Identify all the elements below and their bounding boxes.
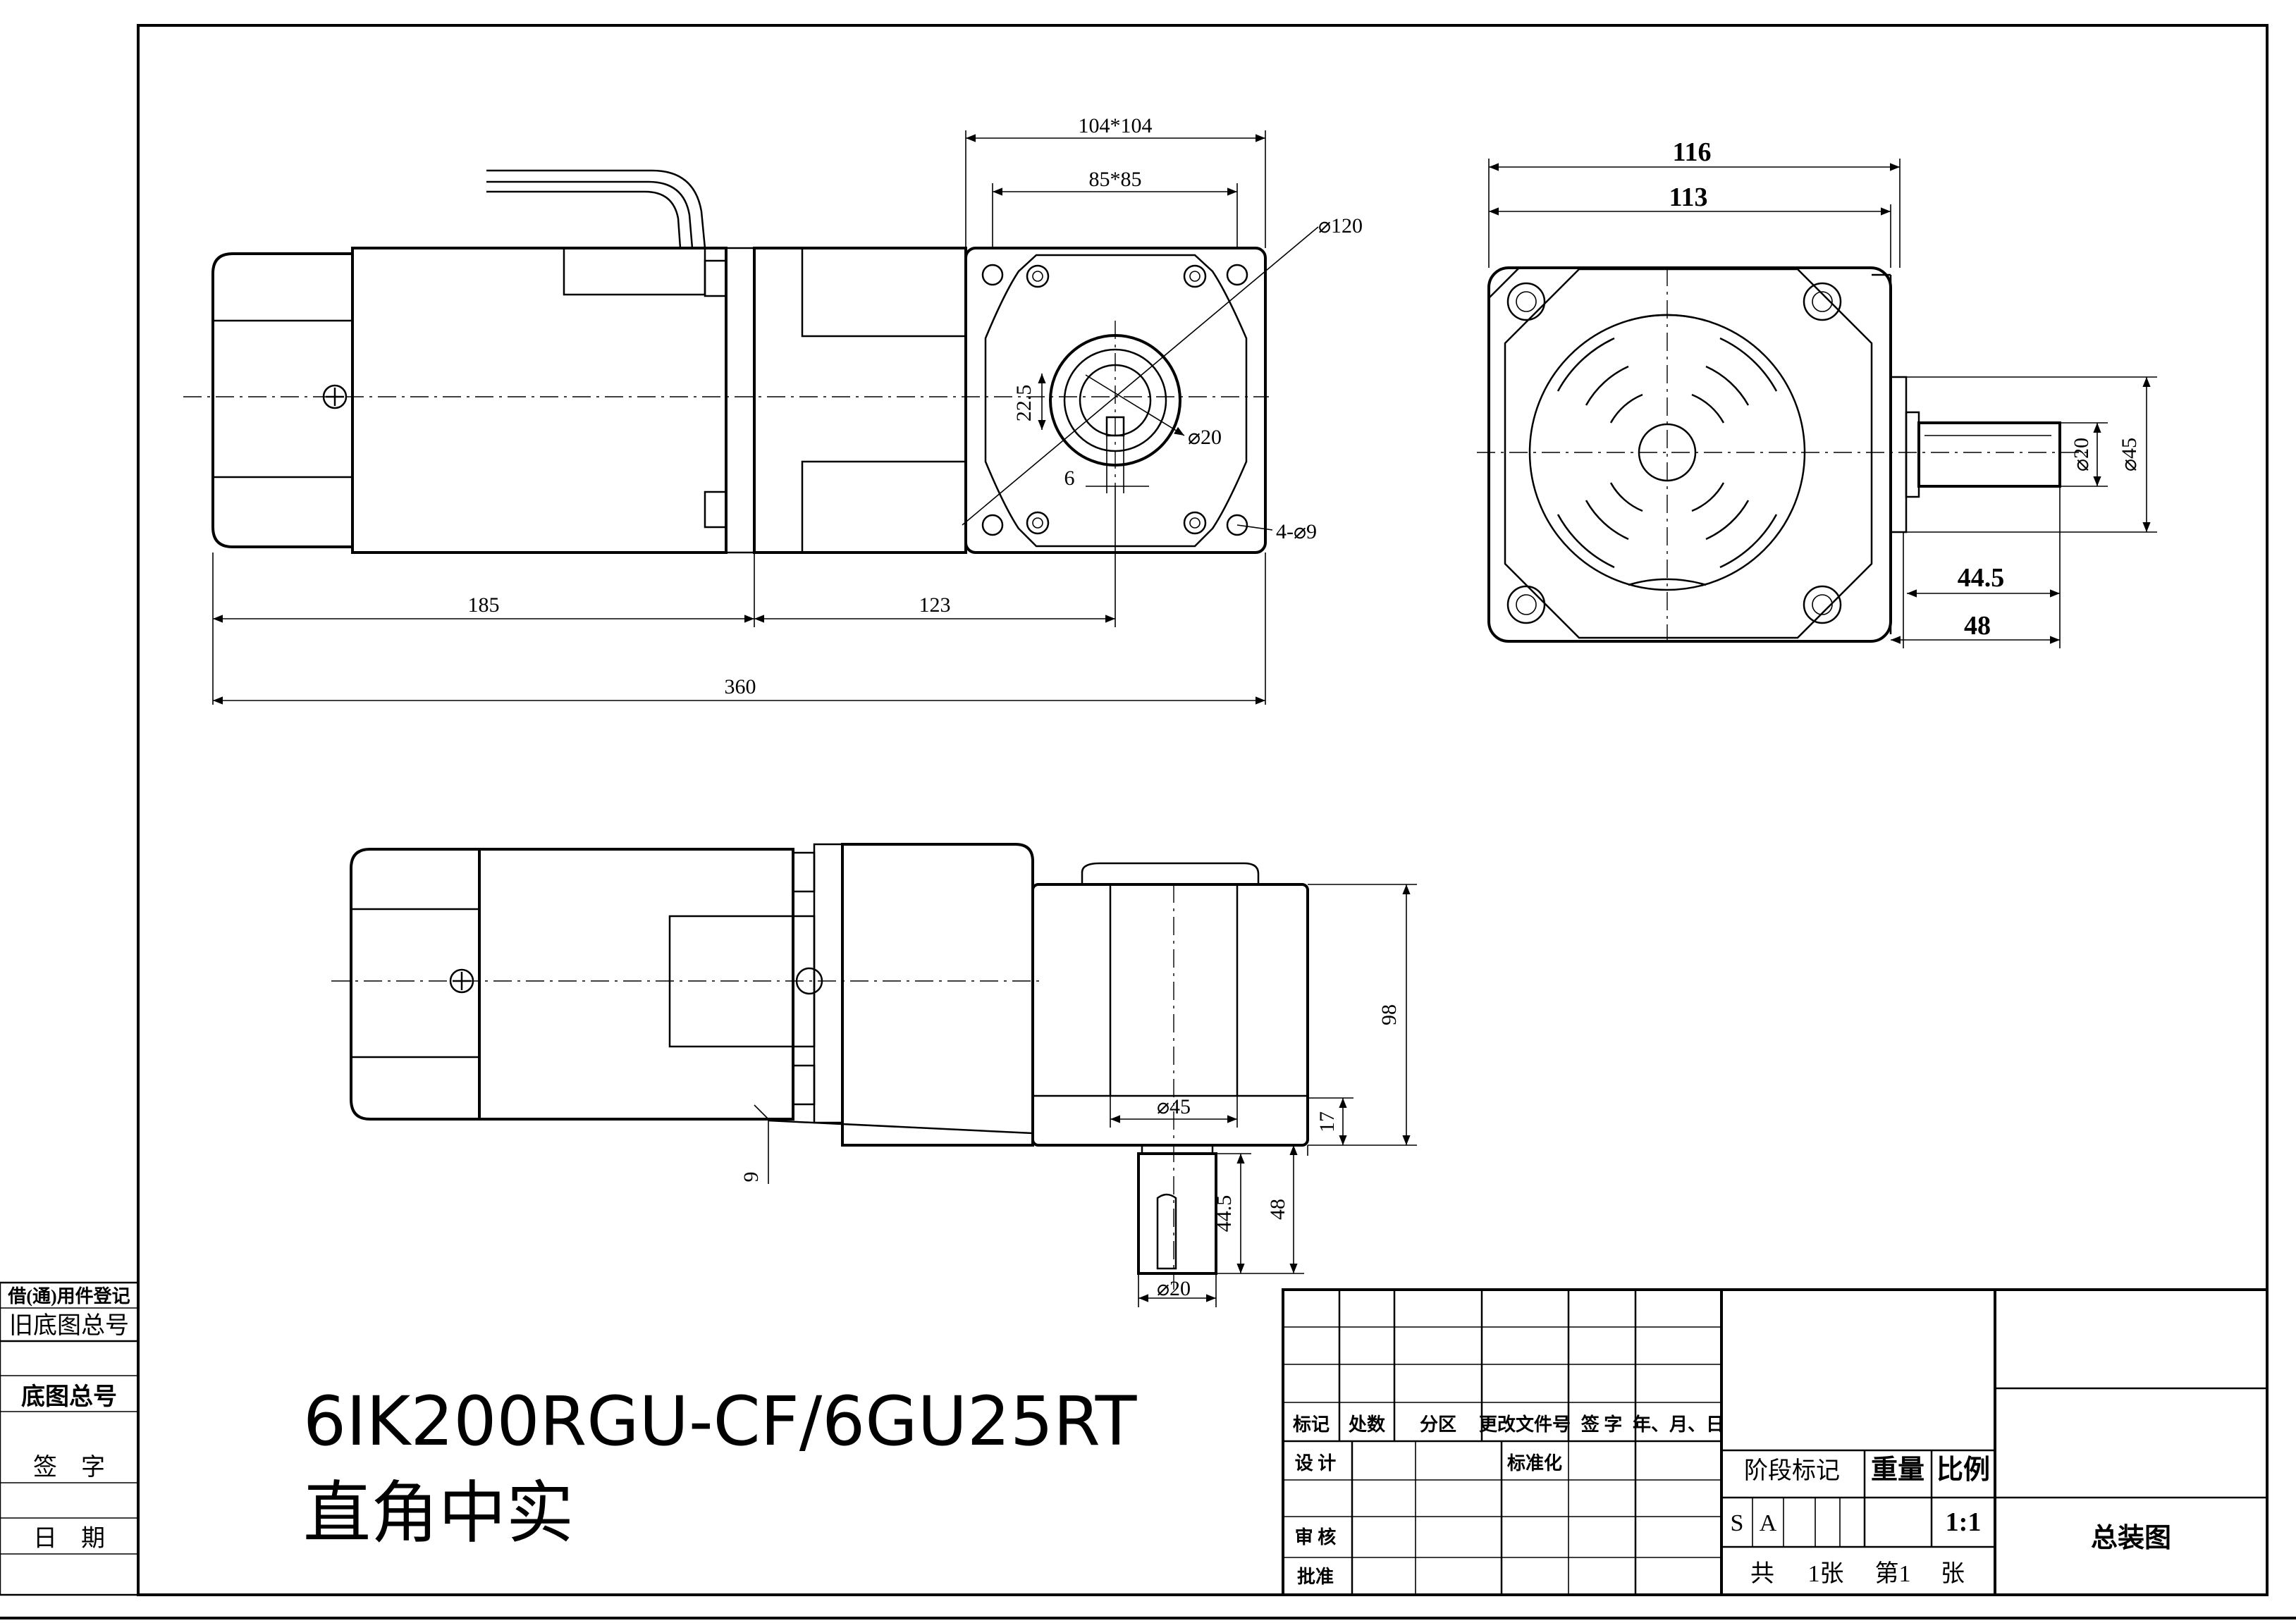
old-drawing-number-label: 旧底图总号 (9, 1312, 129, 1339)
tb-change-doc: 更改文件号 (1479, 1414, 1571, 1435)
bottom-view: 98 17 ⌀45 9 44.5 48 ⌀20 (331, 843, 1417, 1307)
dim-boss-17: 17 (1315, 1111, 1339, 1133)
dim-bottom-len-48: 48 (1266, 1199, 1289, 1220)
dim-bolt-85: 85*85 (1089, 168, 1142, 191)
bottom-gearbox (841, 843, 1034, 1147)
dim-inner-113: 113 (1669, 183, 1708, 212)
dim-outer-116: 116 (1673, 137, 1712, 167)
dim-height-98: 98 (1377, 1004, 1401, 1025)
subtitle: 直角中实 (303, 1474, 574, 1553)
tb-scale-value: 1:1 (1946, 1507, 1982, 1537)
signature-label: 签 字 (33, 1454, 105, 1481)
tb-scale: 比例 (1936, 1455, 1990, 1485)
dim-boss-45: ⌀45 (2118, 438, 2141, 471)
dim-shaft-key-44-5: 44.5 (1958, 563, 2005, 593)
output-shaft (1917, 421, 2061, 488)
tb-sheets-count: 1张 (1808, 1561, 1844, 1587)
tb-standardize: 标准化 (1507, 1453, 1562, 1474)
dim-gear-123: 123 (919, 593, 951, 617)
title-block: 标记 处数 分区 更改文件号 签 字 年、月、日 设 计 标准化 审 核 批准 … (1072, 1288, 2269, 1596)
model-number: 6IK200RGU-CF/6GU25RT (303, 1382, 1137, 1461)
tb-stage-a: A (1760, 1510, 1777, 1536)
motor-cable (486, 169, 706, 249)
grill-slots (1557, 314, 1778, 586)
date-label: 日 期 (33, 1526, 105, 1552)
tb-review: 审 核 (1295, 1526, 1337, 1548)
sheet-frame (0, 24, 2296, 1619)
tb-stage-s: S (1731, 1510, 1744, 1536)
base-drawing-number-label: 底图总号 (21, 1383, 117, 1410)
dim-shaft-len-48: 48 (1964, 611, 1991, 641)
tb-sheet-unit: 张 (1941, 1561, 1965, 1587)
tb-zone: 分区 (1420, 1414, 1456, 1435)
gearbox-side (753, 247, 967, 554)
tb-count: 处数 (1348, 1414, 1386, 1435)
tb-mark: 标记 (1293, 1414, 1330, 1435)
dim-holes-4x9: 4-⌀9 (1276, 520, 1317, 543)
dim-key-6: 6 (1064, 467, 1075, 490)
front-view: ⌀120 104*104 85*85 22.5 ⌀20 6 4-⌀9 185 1… (183, 114, 1363, 705)
tb-sheets-total: 共 (1750, 1561, 1774, 1587)
side-view: 116 113 ⌀20 ⌀45 44.5 48 (1477, 137, 2157, 648)
borrow-registration-label: 借(通)用件登记 (7, 1285, 130, 1307)
bottom-motor-cap (350, 848, 481, 1121)
dim-bore-20: ⌀20 (1188, 426, 1222, 449)
fan-cover (1487, 266, 1892, 643)
dim-offset-9: 9 (739, 1172, 763, 1183)
dim-circle-120: ⌀120 (1318, 214, 1363, 237)
tb-stage-mark: 阶段标记 (1744, 1457, 1840, 1484)
bottom-output-shaft (1137, 1152, 1217, 1275)
motor-flange (725, 247, 756, 554)
dim-shaft-20: ⌀20 (2070, 438, 2093, 471)
tb-weight: 重量 (1871, 1455, 1924, 1485)
terminal-box (563, 247, 706, 296)
dim-total-360: 360 (725, 675, 756, 698)
dim-motor-185: 185 (468, 593, 500, 617)
tb-approve: 批准 (1297, 1567, 1334, 1587)
fan-grill (1528, 314, 1806, 591)
tb-drawing-name: 总装图 (2091, 1524, 2171, 1553)
tb-sign: 签 字 (1581, 1414, 1623, 1435)
dim-bottom-shaft-20: ⌀20 (1157, 1277, 1191, 1300)
dim-bottom-key-44-5: 44.5 (1213, 1195, 1236, 1233)
tb-sheet-no: 第1 (1875, 1560, 1911, 1587)
tb-ymd: 年、月、日 (1633, 1414, 1724, 1435)
dim-flange-104: 104*104 (1079, 114, 1153, 137)
dim-center-22-5: 22.5 (1012, 385, 1036, 422)
left-margin-registry: 借(通)用件登记 旧底图总号 底图总号 签 字 日 期 (0, 1281, 140, 1596)
dim-bottom-boss-45: ⌀45 (1157, 1095, 1191, 1118)
tb-design: 设 计 (1295, 1453, 1337, 1474)
motor-rear-cap (211, 252, 354, 548)
bottom-motor-body (478, 848, 794, 1121)
